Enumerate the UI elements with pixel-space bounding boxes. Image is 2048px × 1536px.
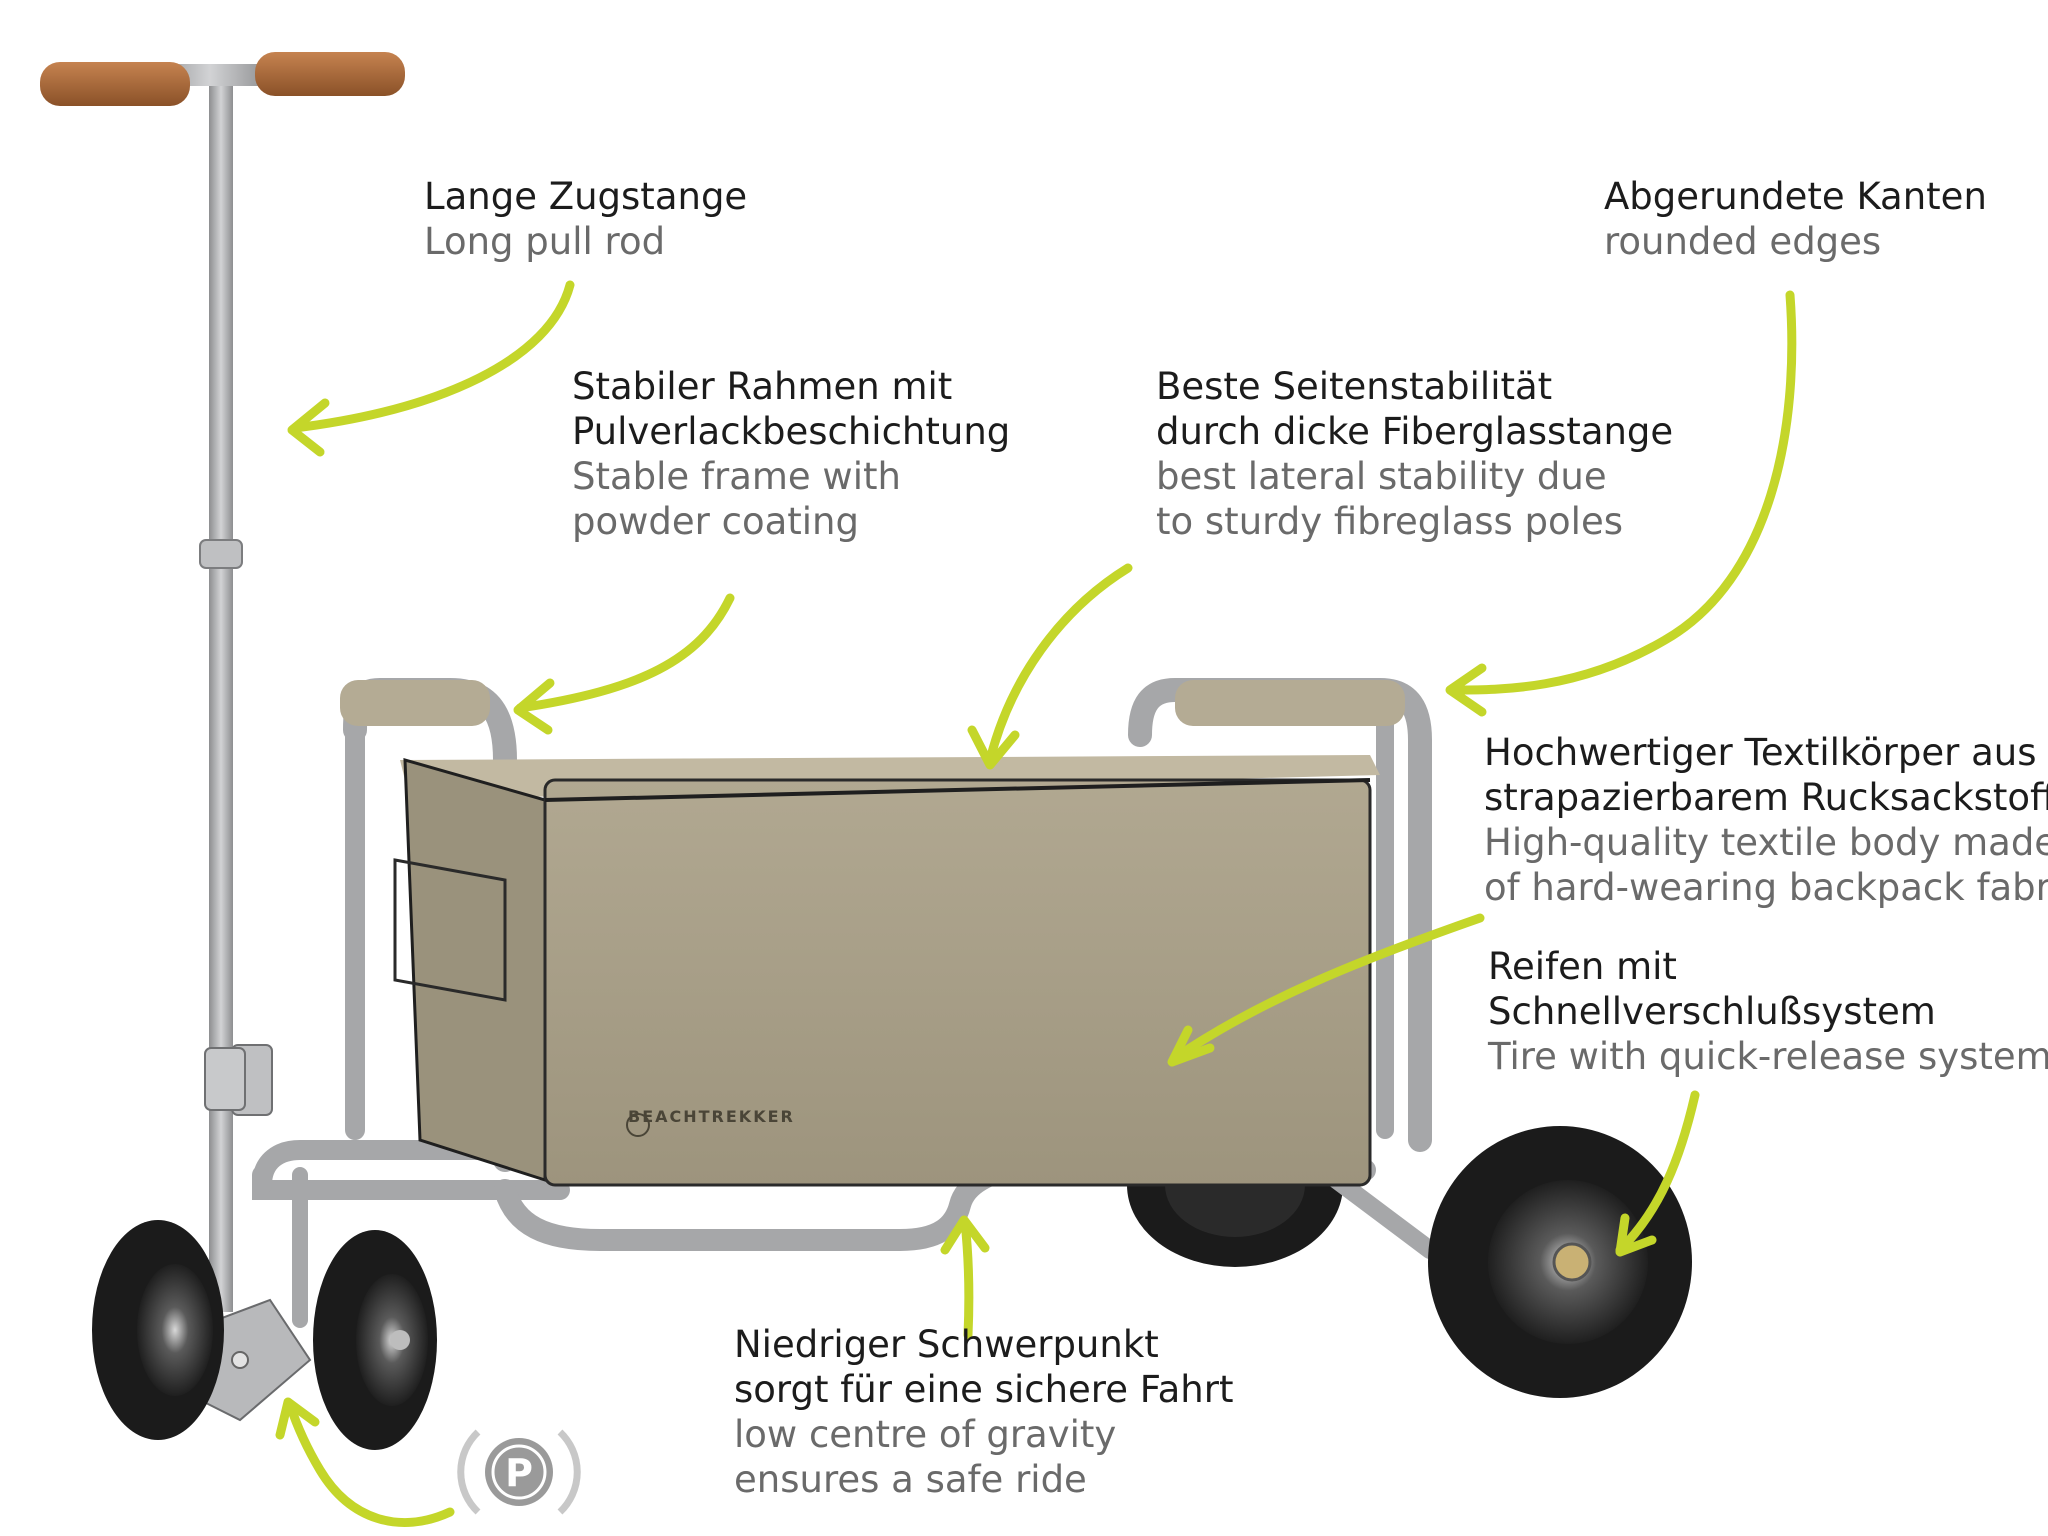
parking-brake-icon: P: [457, 1429, 581, 1515]
feature-frame-en-2: powder coating: [572, 500, 859, 544]
feature-pull-rod: Lange Zugstange Long pull rod: [424, 174, 747, 264]
feature-lateral-stability-de-2: durch dicke Fiberglasstange: [1156, 410, 1674, 454]
pull-rod: [199, 82, 273, 1312]
feature-low-gravity-en-2: ensures a safe ride: [734, 1458, 1087, 1502]
feature-low-gravity-en-1: low centre of gravity: [734, 1413, 1117, 1457]
arrow-low-gravity: [940, 1215, 990, 1340]
feature-low-gravity-de-1: Niedriger Schwerpunkt: [734, 1323, 1159, 1366]
arrow-textile-body: [1167, 913, 1485, 1067]
front-left-wheel: [92, 1220, 224, 1440]
rear-right-wheel: [1428, 1126, 1692, 1398]
arrow-pull-rod: [287, 280, 575, 457]
feature-tires-de-1: Reifen mit: [1488, 945, 1677, 988]
feature-lateral-stability-en-2: to sturdy fibreglass poles: [1156, 500, 1623, 544]
feature-lateral-stability-en-1: best lateral stability due: [1156, 455, 1607, 499]
arrow-lateral-stability: [967, 563, 1133, 770]
feature-pull-rod-en: Long pull rod: [424, 220, 666, 264]
feature-low-gravity-de-2: sorgt für eine sichere Fahrt: [734, 1368, 1234, 1412]
feature-frame: Stabiler Rahmen mit Pulverlackbeschichtu…: [572, 364, 1010, 545]
textile-body: BEACHTREKKER: [340, 680, 1405, 1187]
t-handle: [40, 52, 405, 106]
brand-logo-text: BEACHTREKKER: [628, 1107, 795, 1126]
feature-frame-de-2: Pulverlackbeschichtung: [572, 410, 1011, 454]
feature-rounded-edges: Abgerundete Kanten rounded edges: [1604, 174, 1987, 264]
feature-textile-body-de-2: strapazierbarem Rucksackstoff: [1484, 776, 2048, 820]
parking-symbol-letter: P: [505, 1451, 533, 1495]
feature-frame-de-1: Stabiler Rahmen mit: [572, 365, 953, 408]
arrow-frame: [513, 593, 735, 735]
arrow-rounded-edges: [1445, 290, 1797, 717]
feature-tires-de-2: Schnellverschlußsystem: [1488, 990, 1936, 1034]
feature-lateral-stability: Beste Seitenstabilität durch dicke Fiber…: [1156, 364, 1673, 545]
feature-textile-body: Hochwertiger Textilkörper aus strapazier…: [1484, 730, 2048, 911]
feature-rounded-edges-de: Abgerundete Kanten: [1604, 175, 1987, 218]
feature-lateral-stability-de-1: Beste Seitenstabilität: [1156, 365, 1553, 408]
front-right-wheel: [313, 1230, 437, 1450]
feature-textile-body-en-1: High-quality textile body made: [1484, 821, 2048, 865]
feature-frame-en-1: Stable frame with: [572, 455, 901, 499]
feature-textile-body-en-2: of hard-wearing backpack fabric: [1484, 866, 2048, 910]
feature-low-gravity: Niedriger Schwerpunkt sorgt für eine sic…: [734, 1322, 1233, 1503]
feature-textile-body-de-1: Hochwertiger Textilkörper aus: [1484, 731, 2037, 774]
feature-rounded-edges-en: rounded edges: [1604, 220, 1882, 264]
feature-pull-rod-de: Lange Zugstange: [424, 175, 748, 218]
feature-tires: Reifen mit Schnellverschlußsystem Tire w…: [1488, 944, 2048, 1079]
arrow-tires: [1615, 1090, 1700, 1257]
feature-tires-en-1: Tire with quick-release system: [1488, 1035, 2048, 1079]
arrow-parking-brake: [275, 1397, 455, 1528]
